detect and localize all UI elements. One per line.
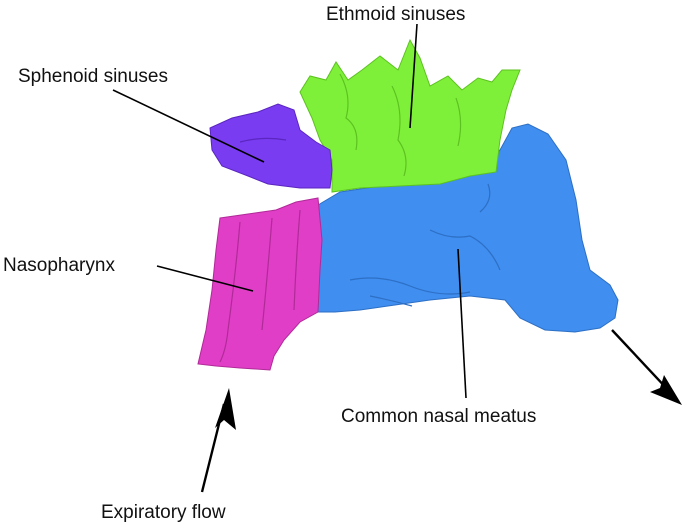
label-common-nasal-meatus: Common nasal meatus: [341, 406, 537, 427]
label-nasopharynx: Nasopharynx: [3, 255, 115, 276]
leader-nasopharynx: [156, 265, 254, 292]
label-sphenoid-sinuses: Sphenoid sinuses: [18, 66, 168, 87]
leader-ethmoid: [409, 23, 418, 129]
label-expiratory-flow: Expiratory flow: [101, 502, 226, 523]
flow-arrow-in-head: [215, 388, 236, 430]
texture-details: [219, 73, 501, 363]
sphenoid-region: [209, 103, 333, 189]
ethmoid-region: [299, 38, 521, 193]
nasopharynx-region: [197, 197, 323, 371]
leader-meatus: [457, 248, 467, 399]
flow-arrows: [200, 329, 682, 493]
flow-arrow-out-head: [650, 375, 682, 405]
flow-arrow-out: [611, 329, 671, 393]
leader-sphenoid: [112, 89, 265, 163]
leader-lines: [112, 23, 467, 399]
label-ethmoid-sinuses: Ethmoid sinuses: [326, 4, 466, 25]
